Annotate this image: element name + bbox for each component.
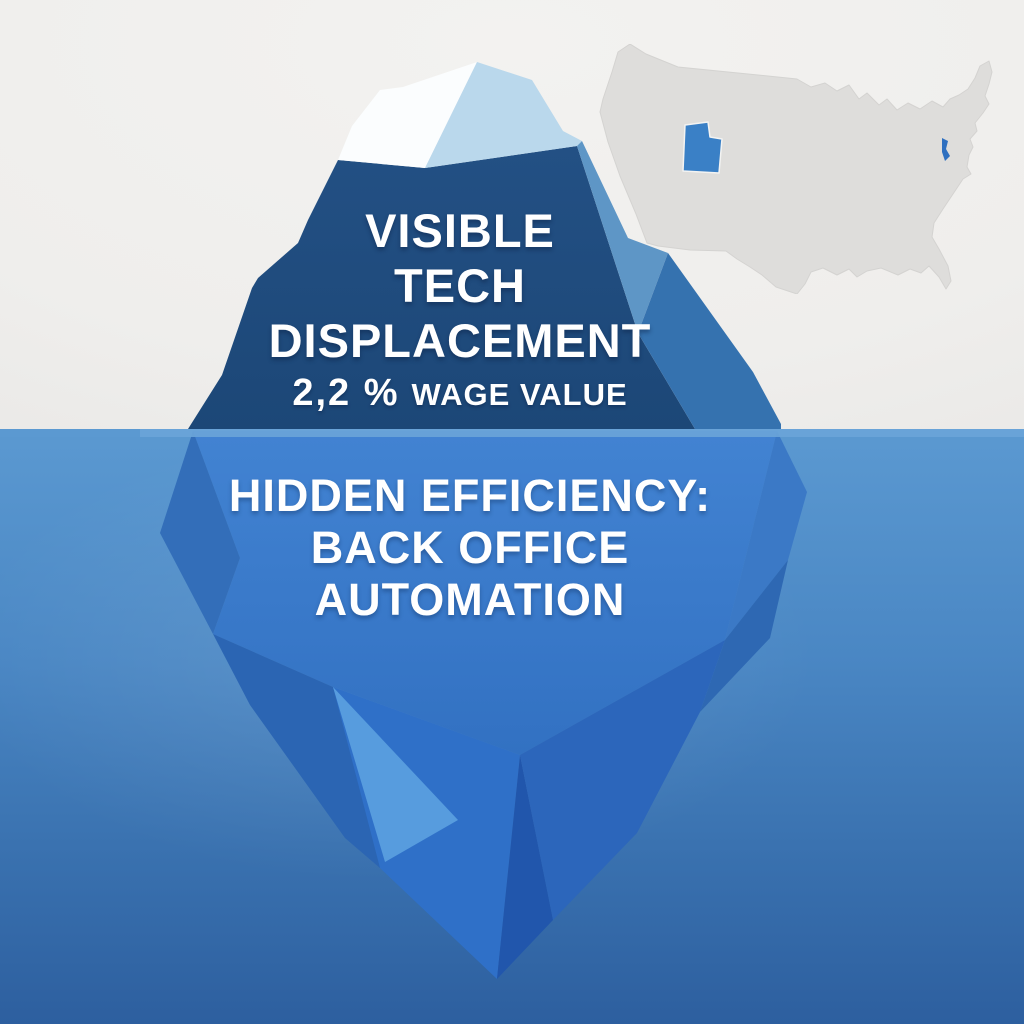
underwater-left-wedge-facet — [213, 634, 385, 868]
above-navy-facet — [188, 146, 695, 429]
underwater-right-facet — [520, 640, 725, 920]
waterline-highlight-fade — [0, 429, 140, 437]
usa-land — [599, 44, 993, 294]
underwater-main-facet — [193, 431, 777, 755]
above-right-band-lower-facet — [638, 253, 781, 429]
hidden-title-line1: HIDDEN EFFICIENCY: — [228, 470, 712, 521]
iceberg-underwater-body — [160, 431, 807, 979]
hidden-title-line2: BACK OFFICE — [310, 522, 630, 573]
above-white-facet — [338, 62, 477, 168]
hidden-section-title: HIDDEN EFFICIENCY: BACK OFFICE AUTOMATIO… — [210, 470, 730, 626]
visible-section-title: VISIBLE TECH DISPLACEMENT — [210, 203, 710, 368]
above-right-band-upper-facet — [577, 141, 668, 333]
underwater-left-edge-facet — [160, 431, 240, 634]
underwater-right-band-upper-facet — [725, 431, 807, 640]
visible-title-line3: DISPLACEMENT — [268, 314, 652, 367]
utah-state-highlight — [682, 121, 723, 174]
iceberg-above-water-tip — [188, 62, 781, 429]
hidden-title-line3: AUTOMATION — [314, 574, 626, 625]
waterline-highlight — [140, 429, 1024, 437]
underwater-bright-facet — [333, 687, 458, 862]
visible-title-line2: TECH — [394, 259, 526, 312]
above-lightblue-facet — [425, 62, 582, 168]
stat-value: 2,2 % — [292, 372, 400, 414]
visible-title-line1: VISIBLE — [365, 204, 555, 257]
underwater-right-band-lower-facet — [700, 560, 788, 712]
wage-value-stat: 2,2 % WAGE VALUE — [210, 372, 710, 415]
east-coast-highlight — [942, 138, 950, 161]
stat-label: WAGE VALUE — [411, 377, 628, 412]
usa-map-silhouette — [599, 44, 993, 294]
underwater-center-dark-facet — [497, 755, 553, 979]
